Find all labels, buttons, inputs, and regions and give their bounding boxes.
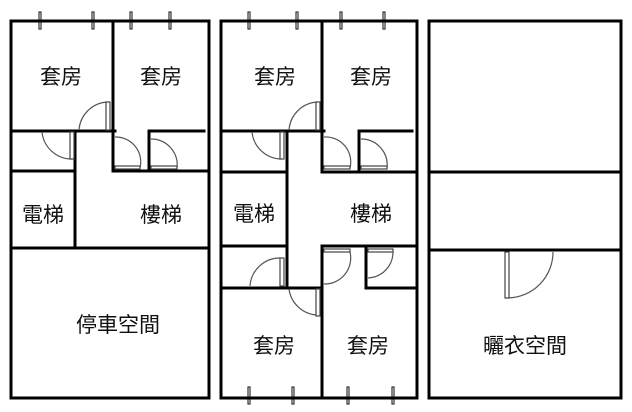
floor-plan-2: 套房 套房 電梯 樓梯 套房 套房: [219, 11, 419, 405]
room-label-suite: 套房: [40, 65, 82, 89]
room-label-elevator: 電梯: [22, 203, 64, 227]
room-label-parking: 停車空間: [76, 313, 160, 337]
room-label-suite: 套房: [253, 334, 295, 358]
walls: [9, 19, 211, 400]
room-label-stairs: 樓梯: [140, 203, 182, 227]
doors: [41, 101, 178, 170]
room-label-elevator: 電梯: [233, 202, 275, 226]
room-label-suite: 套房: [140, 65, 182, 89]
room-label-laundry: 曬衣空間: [483, 334, 567, 358]
floor-plan-3: 曬衣空間: [427, 19, 623, 400]
walls: [219, 19, 419, 400]
floor-plan-1: 套房 套房 電梯 樓梯 停車空間: [9, 11, 211, 400]
room-label-suite: 套房: [350, 65, 392, 89]
room-label-suite: 套房: [347, 334, 389, 358]
walls: [427, 19, 623, 400]
doors: [249, 101, 394, 317]
doors: [504, 251, 554, 299]
room-label-suite: 套房: [254, 65, 296, 89]
room-label-stairs: 樓梯: [350, 202, 392, 226]
